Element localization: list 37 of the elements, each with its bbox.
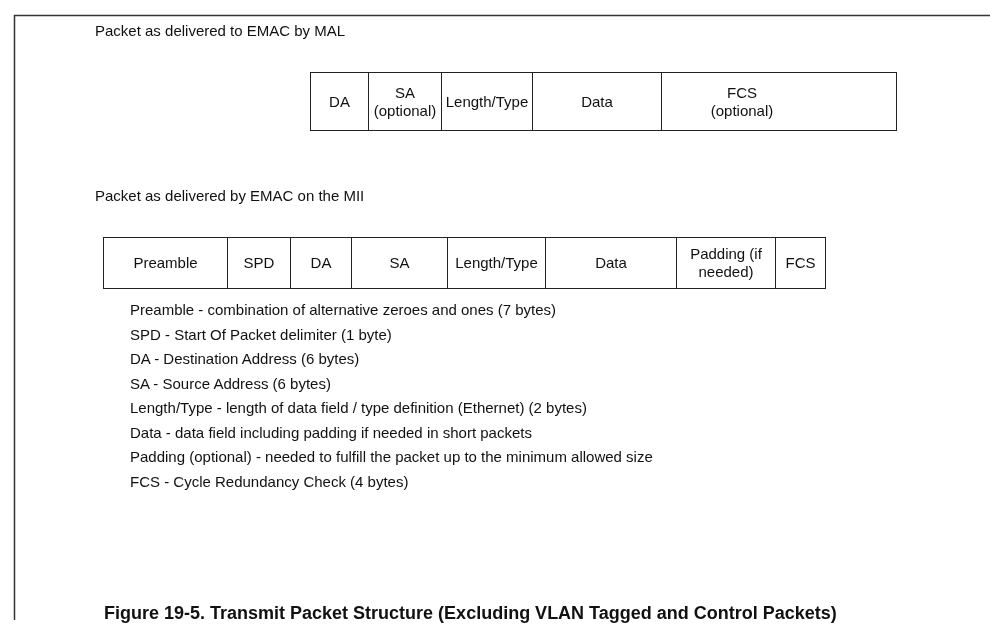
packet-field-cell	[532, 72, 662, 131]
packet-field-cell	[290, 237, 352, 289]
field-definition: Preamble - combination of alternative zeroes and ones (7 bytes)	[130, 301, 557, 318]
field-definition: Data - data field including padding if needed in short packets	[130, 423, 532, 441]
packet-field-cell	[775, 237, 826, 289]
row-title: Packet as delivered to EMAC by MAL	[95, 22, 346, 39]
field-name: SA	[389, 254, 410, 272]
packet-field-cell	[441, 72, 533, 131]
packet-field-cell	[676, 237, 776, 289]
packet-field-cell	[368, 72, 442, 131]
field-name: Preamble	[133, 254, 198, 272]
field-definition: SPD - Start Of Packet delimiter (1 byte)	[130, 325, 392, 343]
field-name: Padding (if needed)	[689, 245, 763, 281]
field-name: FCS (optional)	[709, 83, 775, 120]
field-name: Length/Type	[455, 254, 538, 272]
figure-caption: Figure 19-5. Transmit Packet Structure (Excluding VLAN Tagged and Control Packets)	[104, 603, 837, 624]
packet-field-cell	[351, 237, 448, 289]
row-title: Packet as delivered by EMAC on the MII	[95, 187, 365, 204]
field-definition: SA - Source Address (6 bytes)	[130, 374, 331, 392]
field-definition: Padding (optional) - needed to fulfill the packet up to the minimum allowed size	[130, 448, 653, 465]
field-name: Data	[595, 254, 627, 272]
packet-field-cell	[310, 72, 369, 131]
packet-field-cell	[545, 237, 677, 289]
packet-field-cell	[227, 237, 291, 289]
field-name: Data	[581, 92, 613, 111]
field-name: SPD	[243, 254, 275, 272]
field-name: Length/Type	[445, 92, 529, 111]
field-name: DA	[329, 92, 350, 111]
field-definition: Length/Type - length of data field / type definition (Ethernet) (2 bytes)	[130, 399, 587, 416]
field-name: DA	[310, 254, 332, 272]
field-name: SA (optional)	[372, 83, 438, 120]
field-name: FCS	[785, 254, 816, 272]
packet-field-cell	[447, 237, 546, 289]
packet-field-cell	[103, 237, 228, 289]
field-definition: DA - Destination Address (6 bytes)	[130, 350, 360, 367]
field-definition: FCS - Cycle Redundancy Check (4 bytes)	[130, 472, 409, 490]
packet-field-cell	[661, 72, 897, 131]
